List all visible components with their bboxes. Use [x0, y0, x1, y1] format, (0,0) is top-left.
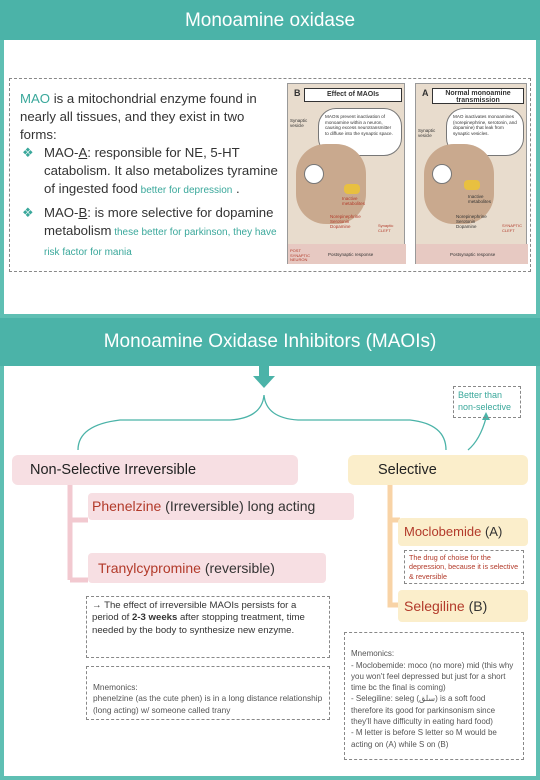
- selegiline-line: Selegiline (B): [398, 590, 528, 622]
- intro-panel: [9, 78, 531, 272]
- curly-brace: [77, 394, 447, 451]
- label-postsynaptic: Postsynaptic response: [450, 252, 496, 257]
- phenelzine-name: Phenelzine: [92, 498, 162, 514]
- mao-a-label: MAO-: [44, 145, 79, 160]
- note-better-than: Better than non-selective: [453, 386, 521, 418]
- note-better-text: Better than non-selective: [458, 390, 512, 412]
- moclobemide-note: The drug of choise for the depression, b…: [404, 550, 524, 584]
- mao-b-label: MAO-: [44, 205, 79, 220]
- figure-title: Effect of MAOIs: [304, 88, 402, 102]
- selegiline-name: Selegiline: [404, 598, 465, 614]
- diamond-bullet-icon: ❖: [22, 145, 34, 160]
- selective-title: Selective: [378, 462, 437, 478]
- mao-description: is a mitochondrial enzyme found in nearl…: [20, 91, 257, 142]
- tranylcypromine-detail: (reversible): [200, 560, 275, 576]
- note-arrow-head: [482, 412, 490, 420]
- label-postsynaptic: Postsynaptic response: [328, 252, 374, 257]
- mao-b-colon: :: [87, 205, 91, 220]
- postsynaptic-neuron: [416, 244, 528, 264]
- figure-letter: B: [294, 88, 301, 98]
- section2-title: Monoamine Oxidase Inhibitors (MAOIs): [103, 331, 437, 352]
- serotonin-text: 5-HT: [210, 145, 240, 160]
- tranylcypromine-box: Tranylcypromine (reversible): [88, 553, 326, 583]
- ne-text: NE: [184, 145, 204, 160]
- header-banner: Monoamine oxidase: [0, 0, 540, 40]
- label-neurotransmitters: Norepinephrine Serotonin Dopamine: [330, 214, 361, 229]
- mao-a-text2: catabolism. It also metabolizes tyramine…: [44, 163, 278, 196]
- section2-frame: [0, 366, 540, 780]
- tranylcypromine-line: Tranylcypromine (reversible): [88, 553, 326, 583]
- mao-a-colon: :: [87, 145, 91, 160]
- down-arrow-head: [253, 376, 275, 388]
- intro-frame: [0, 40, 540, 318]
- figure-callout: MAO inactivates monoamines (norepinephri…: [446, 108, 524, 156]
- figure-letter: A: [422, 88, 429, 98]
- mao-b-letter: B: [78, 205, 88, 220]
- mao-a-comma: ,: [203, 145, 211, 160]
- right-arrow-icon: →: [92, 600, 102, 611]
- mao-b-text: is more selective for dopamine metabolis…: [44, 205, 274, 238]
- postsynaptic-neuron: [288, 244, 406, 264]
- neuron-terminal: [424, 144, 494, 224]
- mao-enzyme-icon: [464, 180, 480, 190]
- nonselective-box: Non-Selective Irreversible: [12, 455, 298, 485]
- nonselective-mnemonic-text: Mnemonics: phenelzine (as the cute phen)…: [93, 682, 323, 715]
- mao-a-note: better for depression: [137, 185, 233, 196]
- nonselective-mnemonic: Mnemonics: phenelzine (as the cute phen)…: [86, 666, 330, 720]
- label-cleft: Synaptic CLEFT: [378, 223, 394, 233]
- down-arrow-icon: [259, 366, 269, 376]
- effect-text-1: The effect of irreversible MAOIs persist…: [92, 600, 297, 624]
- intro-text: MAO is a mitochondrial enzyme found in n…: [20, 90, 282, 262]
- effect-text-2: after stopping treatment, time needed by…: [92, 612, 305, 636]
- label-metabolites: Inactive metabolites: [342, 196, 366, 206]
- selective-mnemonic-text: Mnemonics: - Moclobemide: moco (no more)…: [351, 649, 514, 749]
- mao-a-letter: A: [78, 145, 88, 160]
- phenelzine-box: Phenelzine (Irreversible) long acting: [88, 493, 354, 520]
- page-title: Monoamine oxidase: [184, 10, 356, 31]
- mao-label: MAO: [20, 91, 51, 106]
- phenelzine-detail: (Irreversible) long acting: [161, 498, 316, 514]
- moclobemide-name: Moclobemide: [404, 524, 482, 539]
- figure-maoi-effect: B Effect of MAOIs MAOIs prevent inactiva…: [287, 83, 406, 264]
- mao-b-note: these better for parkinson, they have ri…: [44, 227, 277, 258]
- note-arrow: [467, 417, 487, 451]
- label-vesicle: Synaptic vesicle: [418, 128, 436, 138]
- effect-duration: 2-3 weeks: [132, 612, 178, 624]
- selegiline-box: Selegiline (B): [398, 590, 528, 622]
- vesicle-icon: [432, 164, 452, 184]
- pink-connector: [67, 484, 88, 583]
- label-cleft: SYNAPTIC CLEFT: [502, 223, 523, 233]
- tranylcypromine-name: Tranylcypromine: [98, 560, 201, 576]
- section2-banner: Monoamine Oxidase Inhibitors (MAOIs): [0, 318, 540, 366]
- label-vesicle: Synaptic vesicle: [290, 118, 308, 128]
- mao-enzyme-icon: [344, 184, 360, 194]
- vesicle-icon: [304, 164, 324, 184]
- label-neurotransmitters: Norepinephrine Serotonin Dopamine: [456, 214, 487, 229]
- phenelzine-line: Phenelzine (Irreversible) long acting: [88, 493, 354, 520]
- label-post-neuron: POST SYNAPTIC NEURON: [290, 248, 311, 262]
- selective-box: Selective: [348, 455, 528, 485]
- moclobemide-line: Moclobemide (A): [398, 518, 528, 546]
- selegiline-letter: (B): [468, 598, 488, 614]
- mao-a-end: .: [232, 181, 240, 196]
- nonselective-title: Non-Selective Irreversible: [30, 462, 197, 478]
- figure-normal-transmission: A Normal monoamine transmission MAO inac…: [415, 83, 528, 264]
- moclobemide-letter: (A): [484, 524, 503, 539]
- moclobemide-box: Moclobemide (A): [398, 518, 528, 546]
- effect-box: → The effect of irreversible MAOIs persi…: [86, 596, 330, 658]
- selective-mnemonic: Mnemonics: - Moclobemide: moco (no more)…: [344, 632, 524, 760]
- figure-title: Normal monoamine transmission: [432, 88, 524, 104]
- mao-a-text1: responsible for: [90, 145, 185, 160]
- moclobemide-note-text: The drug of choise for the depression, b…: [409, 553, 519, 581]
- label-metabolites: Inactive metabolites: [468, 194, 492, 204]
- diamond-bullet-icon: ❖: [22, 205, 34, 220]
